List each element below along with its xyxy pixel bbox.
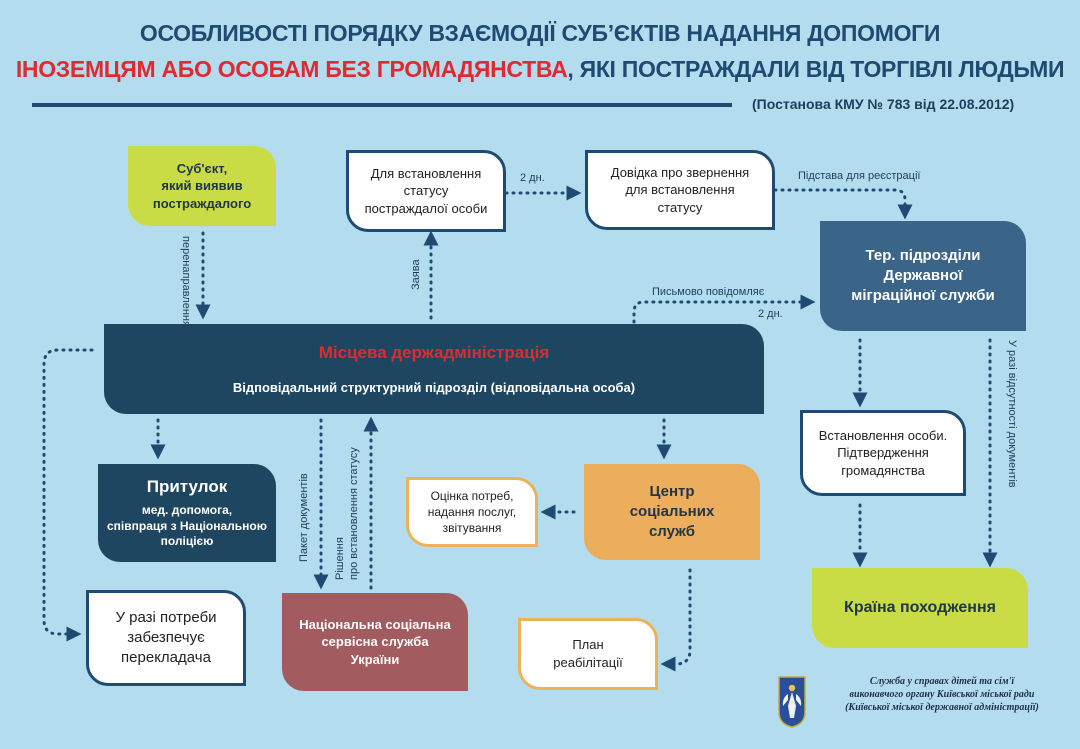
social-service-node: Національна соціальна сервісна служба Ук… — [282, 593, 468, 691]
shelter-line-2: співпраця з Національною — [106, 518, 268, 533]
identification-line-3: громадянства — [841, 462, 925, 478]
migration-line-3: міграційної служби — [851, 287, 995, 305]
decree-reference: (Постанова КМУ № 783 від 22.08.2012) — [752, 96, 1015, 112]
shelter-node: Притулок мед. допомога, співпраця з Наці… — [98, 464, 276, 562]
title-underline — [32, 103, 732, 107]
status-setup-line-2: статусу — [403, 183, 449, 199]
arrow-certificate-to-migration — [773, 188, 913, 220]
shelter-line-3: поліцією — [160, 534, 214, 549]
label-redirect: перенаправлення — [180, 236, 192, 327]
rehab-line-2: реабілітації — [553, 655, 623, 670]
label-no-documents: У разі відсутності документів — [1006, 340, 1018, 488]
label-registration-basis: Підстава для реєстрації — [798, 170, 921, 182]
translator-line-2: забезпечує — [127, 628, 205, 646]
admin-title: Місцева держадміністрація — [318, 342, 550, 362]
org-line-1: Служба у справах дітей та сім'ї — [869, 676, 1015, 687]
migration-service-node: Тер. підрозділи Державної міграційної сл… — [820, 221, 1026, 331]
arrow-center-to-rehab — [660, 568, 692, 672]
arrow-admin-to-translator — [42, 348, 94, 642]
organization-caption: Служба у справах дітей та сім'ї виконавч… — [812, 675, 1072, 714]
appeal-certificate-line-2: для встановлення — [625, 182, 735, 198]
needs-line-3: звітування — [442, 521, 502, 536]
page-title-red-part: ІНОЗЕМЦЯМ АБО ОСОБАМ БЕЗ ГРОМАДЯНСТВА — [15, 56, 568, 82]
center-line-3: служб — [648, 523, 696, 541]
page-title-rest: , ЯКІ ПОСТРАЖДАЛИ ВІД ТОРГІВЛІ ЛЮДЬМИ — [567, 56, 1065, 82]
needs-assessment-node: Оцінка потреб, надання послуг, звітуванн… — [406, 477, 538, 547]
org-line-3: (Київської міської державної адміністрац… — [845, 702, 1039, 713]
page-title-line-1: ОСОБЛИВОСТІ ПОРЯДКУ ВЗАЄМОДІЇ СУБ’ЄКТІВ … — [139, 20, 941, 46]
social-center-node: Центр соціальних служб — [584, 464, 760, 560]
country-label: Країна походження — [844, 599, 996, 617]
center-line-2: соціальних — [629, 502, 715, 520]
subject-line-3: постраждалого — [152, 195, 252, 211]
rehab-line-1: План — [572, 637, 604, 653]
subject-node: Суб'єкт, який виявив постраждалого — [128, 146, 276, 226]
subject-line-2: який виявив — [161, 178, 243, 194]
social-service-line-1: Національна соціальна — [299, 616, 451, 632]
appeal-certificate-line-3: статусу — [657, 199, 703, 215]
translator-node: У разі потреби забезпечує перекладача — [86, 590, 246, 686]
identification-line-1: Встановлення особи. — [818, 427, 948, 443]
status-setup-node: Для встановлення статусу постраждалої ос… — [346, 150, 506, 232]
org-line-2: виконавчого органу Київської міської рад… — [849, 689, 1035, 700]
appeal-certificate-line-1: Довідка про звернення — [610, 164, 750, 180]
social-service-line-2: сервісна служба — [321, 634, 429, 650]
label-docs-package: Пакет документів — [298, 473, 310, 562]
needs-line-1: Оцінка потреб, — [430, 488, 514, 503]
identification-node: Встановлення особи. Підтвердження громад… — [800, 410, 966, 496]
admin-subtitle: Відповідальний структурний підрозділ (ві… — [232, 379, 636, 395]
migration-line-1: Тер. підрозділи — [865, 246, 981, 264]
status-setup-line-3: постраждалої особи — [364, 200, 488, 216]
center-line-1: Центр — [649, 482, 695, 500]
page-title-line-2: ІНОЗЕМЦЯМ АБО ОСОБАМ БЕЗ ГРОМАДЯНСТВА, Я… — [0, 56, 1080, 83]
status-setup-line-1: Для встановлення — [370, 165, 482, 181]
label-two-days-notice: 2 дн. — [758, 308, 783, 320]
country-of-origin-node: Країна походження — [812, 568, 1028, 648]
label-status-decision-2: про встановлення статусу — [348, 447, 360, 580]
label-written-notice: Письмово повідомляє — [652, 286, 765, 298]
local-administration-node: Місцева держадміністрація Відповідальний… — [104, 324, 764, 414]
needs-line-2: надання послуг, — [427, 504, 517, 519]
migration-line-2: Державної — [883, 266, 963, 284]
rehab-plan-node: План реабілітації — [518, 618, 658, 690]
label-application: Заява — [410, 259, 422, 290]
subject-line-1: Суб'єкт, — [176, 160, 228, 176]
label-status-decision-1: Рішення — [334, 537, 346, 580]
shelter-title: Притулок — [146, 477, 228, 497]
shelter-line-1: мед. допомога, — [141, 503, 233, 518]
kyiv-coat-of-arms-icon — [778, 676, 806, 728]
social-service-line-3: України — [350, 651, 400, 667]
appeal-certificate-node: Довідка про звернення для встановлення с… — [585, 150, 775, 230]
identification-line-2: Підтвердження — [837, 445, 929, 461]
label-two-days-top: 2 дн. — [520, 172, 545, 184]
translator-line-1: У разі потреби — [115, 608, 217, 626]
translator-line-3: перекладача — [121, 649, 211, 667]
